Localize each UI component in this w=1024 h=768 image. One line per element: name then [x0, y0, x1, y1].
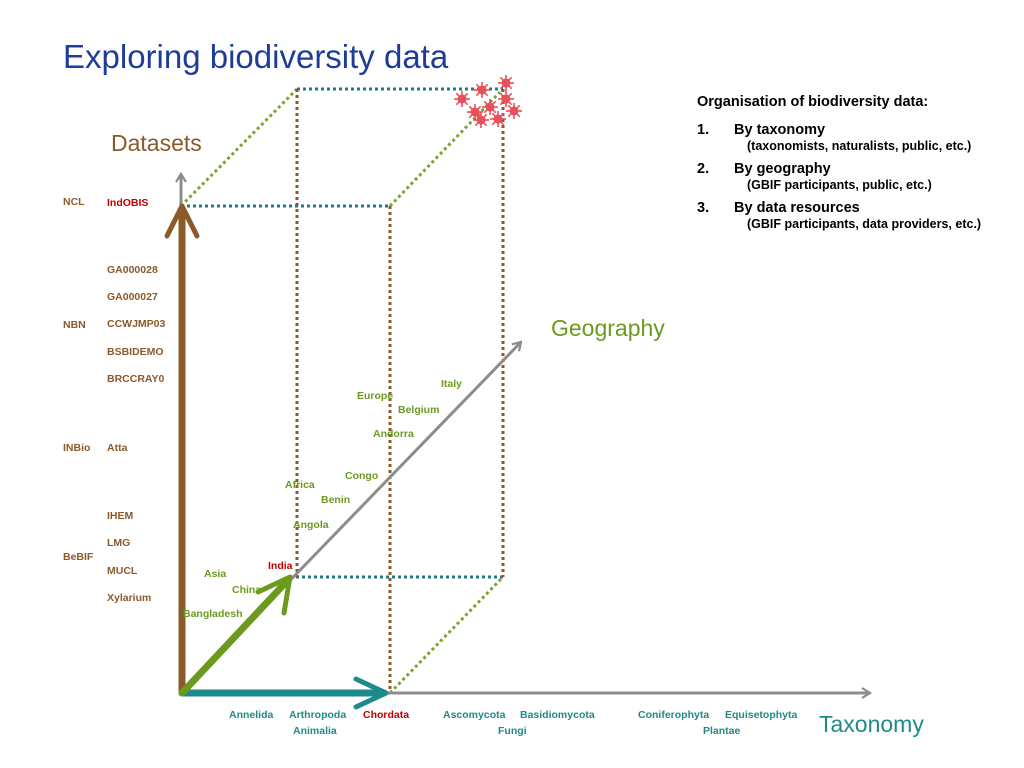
panel-item-subtext: (GBIF participants, public, etc.) [747, 178, 932, 192]
dataset-item: GA000028 [107, 264, 158, 276]
arrowhead-datasets [164, 203, 200, 239]
box-edge-diag-top-right [388, 90, 502, 208]
panel-item: 1. By taxonomy (taxonomists, naturalists,… [697, 122, 1017, 153]
dataset-group-ncl: NCL [63, 196, 85, 208]
dataset-item: IndOBIS [107, 197, 149, 209]
panel-item-heading: By data resources [734, 200, 860, 216]
taxonomy-label: Plantae [703, 725, 741, 737]
geography-label: Bangladesh [183, 608, 243, 620]
dataset-group-nbn: NBN [63, 319, 86, 331]
geography-label: China [232, 584, 262, 596]
axis-title-taxonomy: Taxonomy [819, 711, 924, 737]
taxonomy-label: Basidiomycota [520, 709, 595, 721]
geography-label: Benin [321, 494, 351, 506]
geography-label: Congo [345, 470, 379, 482]
panel-item-number: 2. [697, 161, 710, 177]
dataset-item: IHEM [107, 510, 134, 522]
dataset-item: BSBIDEMO [107, 346, 164, 358]
axis-title-geography: Geography [551, 315, 665, 341]
panel-title: Organisation of biodiversity data: [697, 94, 929, 110]
arrow-geography [178, 576, 292, 697]
panel-item: 2. By geography (GBIF participants, publi… [697, 161, 1017, 192]
panel-item-heading: By taxonomy [734, 122, 826, 138]
cluster-star-dot [474, 82, 490, 98]
panel-item-heading: By geography [734, 161, 831, 177]
geography-label: Italy [441, 378, 463, 390]
panel-item-subtext: (taxonomists, naturalists, public, etc.) [747, 139, 972, 153]
organisation-panel: Organisation of biodiversity data: 1. By … [697, 94, 1017, 239]
arrowhead-geography [255, 574, 293, 616]
cluster-star-dot [498, 91, 514, 107]
dataset-item: LMG [107, 537, 131, 549]
selection-arrows [164, 203, 389, 710]
dataset-item: Xylarium [107, 592, 152, 604]
panel-item: 3. By data resources (GBIF participants, … [697, 200, 1017, 231]
taxonomy-label: Annelida [229, 709, 274, 721]
dataset-item: MUCL [107, 565, 138, 577]
geography-label: Africa [285, 479, 315, 491]
geography-label: Angola [293, 519, 329, 531]
cluster-star-dot [473, 112, 489, 128]
taxonomy-label: Fungi [498, 725, 527, 737]
panel-item-number: 1. [697, 122, 710, 138]
geography-label: India [268, 560, 293, 572]
dataset-item: Atta [107, 442, 128, 454]
geography-label: Europe [357, 390, 394, 402]
geography-label: Asia [204, 568, 227, 580]
dataset-item: CCWJMP03 [107, 318, 166, 330]
page-title: Exploring biodiversity data [63, 38, 449, 75]
cluster-star-dot [506, 103, 522, 119]
taxonomy-label: Coniferophyta [638, 709, 710, 721]
geography-label: Andorra [373, 428, 414, 440]
cluster-star-dot [454, 91, 470, 107]
panel-item-number: 3. [697, 200, 710, 216]
cluster-star-dot [467, 104, 483, 120]
projection-box [179, 87, 505, 695]
taxonomy-label: Animalia [293, 725, 337, 737]
cluster-star-dot [490, 111, 506, 127]
taxonomy-label: Equisetophyta [725, 709, 798, 721]
cluster-star-dot [498, 75, 514, 91]
taxonomy-label: Ascomycota [443, 709, 506, 721]
taxonomy-label: Arthropoda [289, 709, 347, 721]
dataset-group-bebif: BeBIF [63, 551, 94, 563]
dataset-group-inbio: INBio [63, 442, 91, 454]
dataset-item: GA000027 [107, 291, 158, 303]
axis-title-datasets: Datasets [111, 130, 202, 156]
arrowhead-taxonomy [353, 676, 389, 710]
geography-label: Belgium [398, 404, 440, 416]
panel-item-subtext: (GBIF participants, data providers, etc.… [747, 217, 982, 231]
cluster-star-dot [482, 99, 498, 115]
dataset-item: BRCCRAY0 [107, 373, 165, 385]
intersection-cluster [454, 75, 522, 128]
box-edge-diag-bottom [388, 575, 505, 695]
taxonomy-label: Chordata [363, 709, 410, 721]
